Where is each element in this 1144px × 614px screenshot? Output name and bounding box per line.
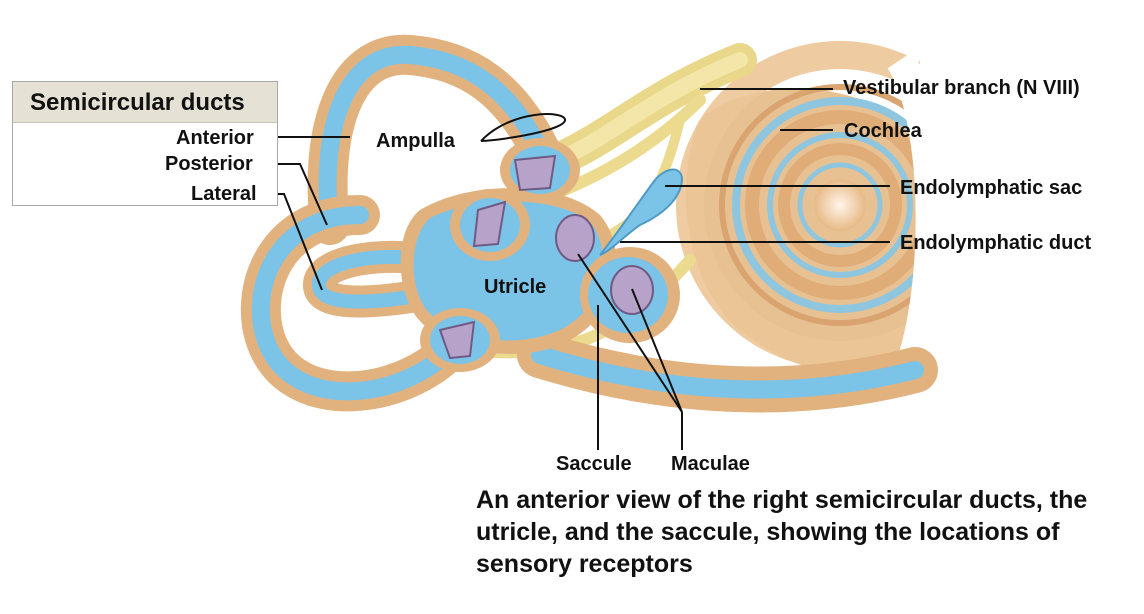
semicircular-ducts <box>240 34 938 413</box>
label-anterior: Anterior <box>176 127 254 149</box>
cochlea-spiral <box>676 40 1144 400</box>
label-ampulla: Ampulla <box>376 130 455 152</box>
label-endolymphatic-sac: Endolymphatic sac <box>900 177 1083 199</box>
legend-box-header: Semicircular ducts <box>13 82 277 123</box>
legend-box-title: Semicircular ducts <box>30 89 245 116</box>
label-posterior: Posterior <box>165 153 253 175</box>
label-utricle: Utricle <box>484 276 547 298</box>
label-maculae: Maculae <box>671 453 750 475</box>
semicircular-ducts-legend-box: Semicircular ducts <box>12 81 278 206</box>
label-lateral: Lateral <box>191 183 257 205</box>
leader-lines <box>270 88 890 450</box>
endolymphatic-sac-shape <box>599 168 684 256</box>
label-vestibular-branch: Vestibular branch (N VIII) <box>843 77 1080 99</box>
figure-caption: An anterior view of the right semicircul… <box>476 486 1088 578</box>
label-cochlea: Cochlea <box>844 120 922 142</box>
label-saccule: Saccule <box>556 453 632 475</box>
label-endolymphatic-duct: Endolymphatic duct <box>900 232 1092 254</box>
